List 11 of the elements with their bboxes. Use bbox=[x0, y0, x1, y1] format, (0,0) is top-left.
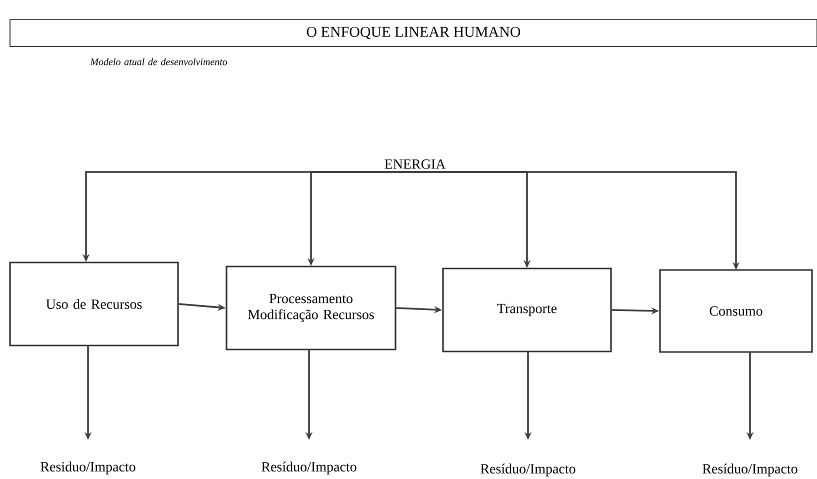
note-text: Modelo atual de desenvolvimento bbox=[90, 58, 228, 66]
output-label: Resíduo/Impacto bbox=[702, 464, 798, 476]
process-box: Transporte bbox=[442, 268, 612, 352]
output-label: Resíduo/Impacto bbox=[480, 464, 576, 476]
energy-label: ENERGIA bbox=[384, 159, 446, 169]
output-label: Resíduo/Impacto bbox=[262, 462, 356, 474]
process-box: Uso de Recursos bbox=[9, 262, 179, 346]
process-box: Processamento Modificação Recursos bbox=[226, 266, 396, 350]
title-box: O ENFOQUE LINEAR HUMANO bbox=[10, 19, 817, 47]
process-box: Consumo bbox=[659, 269, 813, 353]
output-label: Residuo/Impacto bbox=[40, 462, 136, 474]
